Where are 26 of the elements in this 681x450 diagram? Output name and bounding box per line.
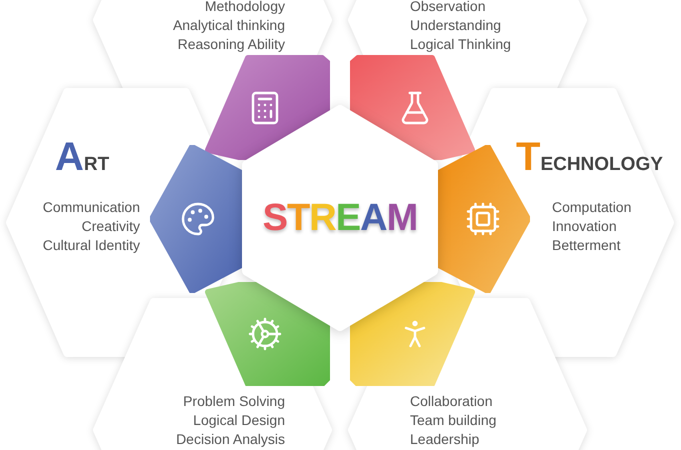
skill-text: Analytical thinking	[172, 16, 285, 35]
title-text: STREAM	[262, 196, 418, 240]
hexagon-segment	[205, 55, 330, 160]
skill-text: Leadership	[410, 430, 480, 449]
skill-text: Cultural Identity	[42, 236, 140, 255]
skill-text: Communication	[42, 198, 140, 217]
skill-text: Methodology	[204, 0, 285, 16]
skill-text: Betterment	[552, 236, 620, 255]
hexagon-segment	[205, 282, 330, 386]
skill-text: Decision Analysis	[176, 430, 285, 449]
skill-text: Creativity	[82, 217, 140, 236]
skill-text: Understanding	[410, 16, 502, 35]
skill-text: Computation	[552, 198, 632, 217]
subject-heading: TECHNOLOGY	[516, 140, 663, 181]
skill-text: Problem Solving	[183, 392, 285, 411]
skill-text: Observation	[410, 0, 486, 16]
hexagon-segment	[350, 55, 475, 160]
subject-heading: ART	[55, 140, 110, 181]
skill-text: Logical Design	[193, 411, 285, 430]
skill-text: Reasoning Ability	[178, 35, 285, 54]
skill-text: Logical Thinking	[410, 35, 511, 54]
hexagon-segment	[150, 145, 245, 293]
skill-text: Collaboration	[410, 392, 492, 411]
skill-text: Innovation	[552, 217, 617, 236]
skill-text: Team building	[410, 411, 496, 430]
hexagon-segment	[350, 282, 475, 386]
